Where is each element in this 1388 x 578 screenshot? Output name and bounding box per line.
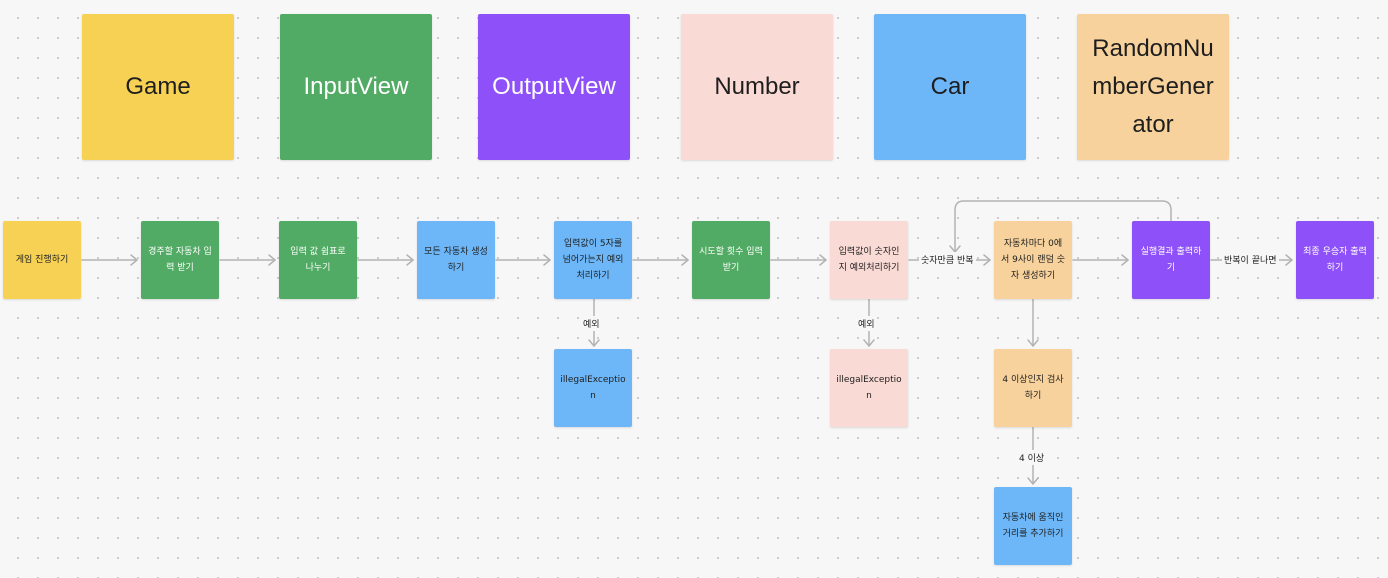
node-input-car-names-text: 경주할 자동차 입력 받기 bbox=[148, 247, 212, 273]
node-add-distance-text: 자동차에 움직인 거리를 추가하기 bbox=[1002, 513, 1064, 539]
arrowhead bbox=[819, 254, 827, 266]
node-illegal-exception-1-text: illegalException bbox=[560, 375, 626, 401]
legend-input-view-label: InputView bbox=[303, 73, 409, 100]
edge-loop-back bbox=[954, 200, 1172, 253]
node-split-by-comma-text: 입력 값 쉼표로 나누기 bbox=[290, 247, 346, 273]
arrowhead bbox=[268, 254, 276, 266]
node-generate-random-text: 자동차마다 0에서 9사이 랜덤 숫자 생성하기 bbox=[1001, 239, 1065, 281]
node-input-car-names[interactable]: 경주할 자동차 입력 받기 bbox=[141, 221, 219, 299]
legend-game-label: Game bbox=[125, 73, 191, 100]
node-add-distance[interactable]: 자동차에 움직인 거리를 추가하기 bbox=[994, 487, 1072, 565]
node-check-four-or-more-text: 4 이상인지 검사하기 bbox=[1002, 375, 1064, 401]
node-validate-number-text: 입력값이 숫자인지 예외처리하기 bbox=[838, 247, 900, 273]
node-print-result-text: 실행결과 출력하기 bbox=[1140, 247, 1202, 273]
arrowhead bbox=[983, 254, 991, 266]
edge-label-repeat-count: 숫자만큼 반복 bbox=[919, 252, 976, 267]
node-validate-number[interactable]: 입력값이 숫자인지 예외처리하기 bbox=[830, 221, 908, 299]
node-validate-name-length-text: 입력값이 5자를 넘어가는지 예외처리하기 bbox=[562, 239, 624, 281]
edge-label-exception-2: 예외 bbox=[856, 316, 877, 331]
legend-output-view[interactable]: OutputView bbox=[478, 14, 630, 160]
node-input-try-count[interactable]: 시도할 횟수 입력 받기 bbox=[692, 221, 770, 299]
arrowhead bbox=[1121, 254, 1129, 266]
arrowhead bbox=[588, 339, 600, 347]
legend-random-number-generator[interactable]: RandomNumberGenerator bbox=[1077, 14, 1229, 160]
node-start-game-text: 게임 진행하기 bbox=[15, 255, 69, 265]
node-illegal-exception-2[interactable]: illegalException bbox=[830, 349, 908, 427]
node-create-all-cars-text: 모든 자동차 생성하기 bbox=[424, 247, 488, 273]
node-validate-name-length[interactable]: 입력값이 5자를 넘어가는지 예외처리하기 bbox=[554, 221, 632, 299]
legend-game[interactable]: Game bbox=[82, 14, 234, 160]
edge-label-four-or-more: 4 이상 bbox=[1017, 450, 1047, 465]
arrowhead bbox=[863, 339, 875, 347]
legend-car-label: Car bbox=[930, 73, 970, 100]
edge-label-after-repeat: 반복이 끝나면 bbox=[1222, 252, 1279, 267]
node-create-all-cars[interactable]: 모든 자동차 생성하기 bbox=[417, 221, 495, 299]
arrowhead bbox=[1027, 477, 1039, 485]
node-print-winner-text: 최종 우승자 출력하기 bbox=[1303, 247, 1367, 273]
node-split-by-comma[interactable]: 입력 값 쉼표로 나누기 bbox=[279, 221, 357, 299]
node-illegal-exception-1[interactable]: illegalException bbox=[554, 349, 632, 427]
edge-label-exception-1: 예외 bbox=[581, 316, 602, 331]
node-print-result[interactable]: 실행결과 출력하기 bbox=[1132, 221, 1210, 299]
legend-car[interactable]: Car bbox=[874, 14, 1026, 160]
legend-number[interactable]: Number bbox=[681, 14, 833, 160]
node-input-try-count-text: 시도할 횟수 입력 받기 bbox=[699, 247, 763, 273]
legend-random-number-generator-label: RandomNumberGenerator bbox=[1092, 35, 1214, 138]
arrowhead bbox=[406, 254, 414, 266]
arrowhead bbox=[543, 254, 551, 266]
node-check-four-or-more[interactable]: 4 이상인지 검사하기 bbox=[994, 349, 1072, 427]
legend-output-view-label: OutputView bbox=[492, 73, 616, 100]
arrowhead bbox=[1027, 339, 1039, 347]
legend-number-label: Number bbox=[714, 73, 800, 100]
arrowhead bbox=[1285, 254, 1293, 266]
node-illegal-exception-2-text: illegalException bbox=[836, 375, 902, 401]
node-start-game[interactable]: 게임 진행하기 bbox=[3, 221, 81, 299]
node-generate-random[interactable]: 자동차마다 0에서 9사이 랜덤 숫자 생성하기 bbox=[994, 221, 1072, 299]
node-print-winner[interactable]: 최종 우승자 출력하기 bbox=[1296, 221, 1374, 299]
legend-input-view[interactable]: InputView bbox=[280, 14, 432, 160]
arrowhead bbox=[130, 254, 138, 266]
arrowhead bbox=[681, 254, 689, 266]
